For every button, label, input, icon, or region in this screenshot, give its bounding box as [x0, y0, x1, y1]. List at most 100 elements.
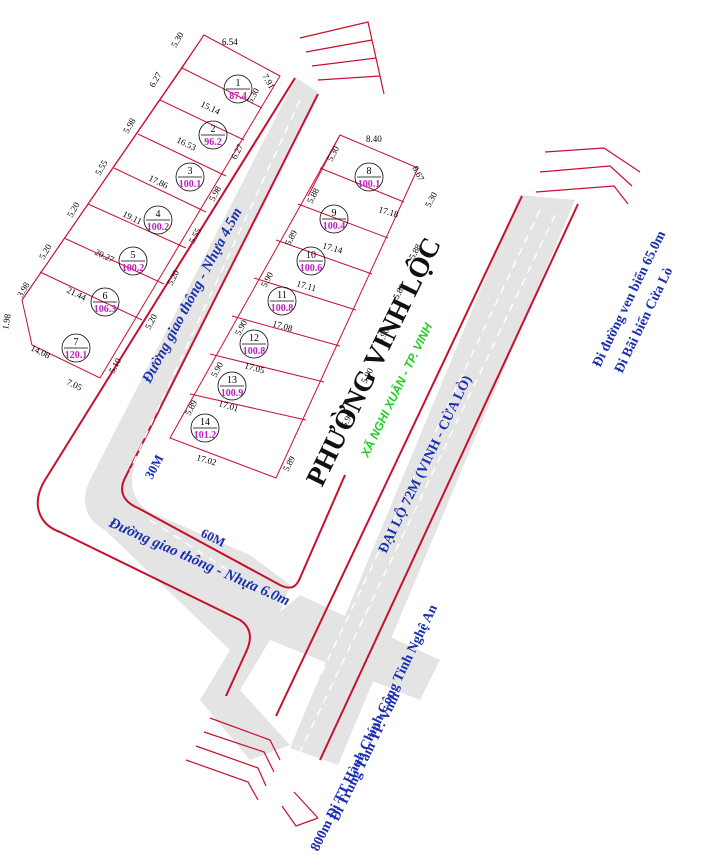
- dim-r-depth-4: 17.05: [243, 360, 266, 375]
- lot-circle: [319, 204, 349, 234]
- dim-l-top: 6.54: [222, 37, 238, 47]
- dim-l-depth-0: 15.14: [199, 99, 222, 117]
- lot-circle: [354, 162, 384, 192]
- dim-l-inner-0: 7.91: [260, 72, 277, 91]
- lot-area: 100.9: [221, 388, 244, 399]
- arrow-top-left: [299, 21, 385, 95]
- lot-area: 100.6: [300, 263, 323, 274]
- dim-label-30m: 30M: [141, 452, 166, 481]
- lot-circle: [190, 413, 220, 443]
- road-surface-left: [85, 78, 318, 612]
- dim-l-inner-6: 5.20: [143, 312, 159, 331]
- avenue-outline-left: [275, 195, 523, 717]
- lot-area: 120.1: [65, 350, 88, 361]
- lot-circle: [90, 287, 120, 317]
- lot-number: 1: [236, 78, 241, 89]
- arrow-top-right: [535, 147, 641, 205]
- dim-l-depth-5: 21.44: [65, 285, 88, 303]
- road-outline-inner: [121, 93, 346, 589]
- lot-number: 11: [277, 290, 287, 301]
- lot-block-right: [169, 134, 419, 479]
- dim-l-inner-3: 5.98: [207, 184, 223, 203]
- dim-r-left-1: 5.88: [305, 186, 321, 205]
- dim-r-left-3: 5.90: [259, 270, 275, 289]
- road-centerline-45: [129, 99, 301, 471]
- arrow-bottom-left: [185, 717, 281, 801]
- lot-labels: 187.4296.23100.14100.25100.26106.37120.1…: [61, 74, 384, 443]
- road-network: [36, 21, 641, 827]
- lot-number: 13: [227, 375, 237, 386]
- dim-l-inner-8: 7.05: [65, 377, 84, 393]
- dim-r-top: 8.40: [366, 134, 382, 144]
- lot-number: 9: [332, 208, 337, 219]
- lot-11: 11 100.8: [267, 286, 297, 316]
- lot-area: 100.2: [122, 263, 145, 274]
- lot-circle: [198, 120, 228, 150]
- dim-l-depth-6: 14.08: [29, 343, 52, 361]
- lot-area: 87.4: [229, 91, 247, 102]
- avenue-outline-right: [319, 203, 579, 761]
- dim-l-outer-7: 1.98: [0, 313, 13, 331]
- lot-area: 100.1: [358, 179, 381, 190]
- dim-r-left-5: 5.90: [209, 360, 225, 379]
- lot-number: 12: [249, 333, 259, 344]
- dim-r-depth-1: 17.14: [321, 240, 344, 255]
- lot-area: 100.8: [271, 303, 294, 314]
- dim-l-inner-5: 5.20: [165, 268, 181, 287]
- lot-2: 296.2: [198, 120, 228, 150]
- dim-r-left-2: 5.89: [283, 228, 299, 247]
- lot-circle: [296, 246, 326, 276]
- lot-5: 5 100.2: [118, 246, 148, 276]
- dim-l-outer-3: 5.55: [93, 158, 110, 177]
- lot-circle: [217, 371, 247, 401]
- lot-number: 14: [200, 417, 210, 428]
- lot-12: 12 100.8: [239, 329, 269, 359]
- dim-r-left-0: 5.30: [325, 144, 341, 163]
- dim-r-left-6: 5.89: [183, 398, 199, 417]
- dim-l-depth-1: 16.53: [175, 135, 198, 153]
- dim-r-depth-5: 17.01: [217, 398, 239, 413]
- dim-l-outer-1: 6.27: [147, 70, 164, 89]
- dim-l-depth-2: 17.86: [147, 173, 170, 191]
- lot-circle: [143, 205, 173, 235]
- lot-1: 187.4: [223, 74, 253, 104]
- dim-l-inner-2: 6.27: [229, 142, 245, 161]
- lot-6: 6 106.3: [90, 287, 120, 317]
- lot-3: 3 100.1: [175, 162, 205, 192]
- lot-13: 13 100.9: [217, 371, 247, 401]
- lot-number: 3: [188, 166, 193, 177]
- lot-area: 96.2: [204, 137, 222, 148]
- lot-number: 8: [367, 166, 372, 177]
- lot-number: 10: [306, 250, 316, 261]
- dim-r-depth-0: 17.18: [377, 204, 400, 219]
- arrow-bottom-right: [281, 791, 319, 827]
- lot-area: 106.3: [94, 304, 117, 315]
- lot-number: 4: [156, 209, 161, 220]
- lot-number: 2: [211, 124, 216, 135]
- dim-r-right-1: 5.30: [423, 190, 439, 209]
- lot-circle: [223, 74, 253, 104]
- dim-l-depth-4: 20.27: [93, 247, 116, 265]
- lot-number: 6: [103, 291, 108, 302]
- dim-l-outer-0: 5.30: [169, 30, 186, 49]
- lot-circle: [175, 162, 205, 192]
- dim-r-depth-3: 17.08: [271, 318, 294, 333]
- lot-number: 5: [131, 250, 136, 261]
- lot-circle: [267, 286, 297, 316]
- lot-block-left: [21, 34, 281, 379]
- road-surface-bottom: [105, 530, 440, 760]
- avenue-centerline: [299, 214, 556, 753]
- lot-9: 9 100.4: [319, 204, 349, 234]
- dim-r-depth-2: 17.11: [295, 278, 317, 293]
- lot-area: 100.8: [243, 346, 266, 357]
- lot-circle: [118, 246, 148, 276]
- dim-r-right-7: 5.89: [281, 454, 297, 473]
- lot-area: 100.4: [323, 221, 346, 232]
- lot-8: 8 100.1: [354, 162, 384, 192]
- lot-area: 100.1: [179, 179, 202, 190]
- road-outline-outer: [36, 77, 296, 697]
